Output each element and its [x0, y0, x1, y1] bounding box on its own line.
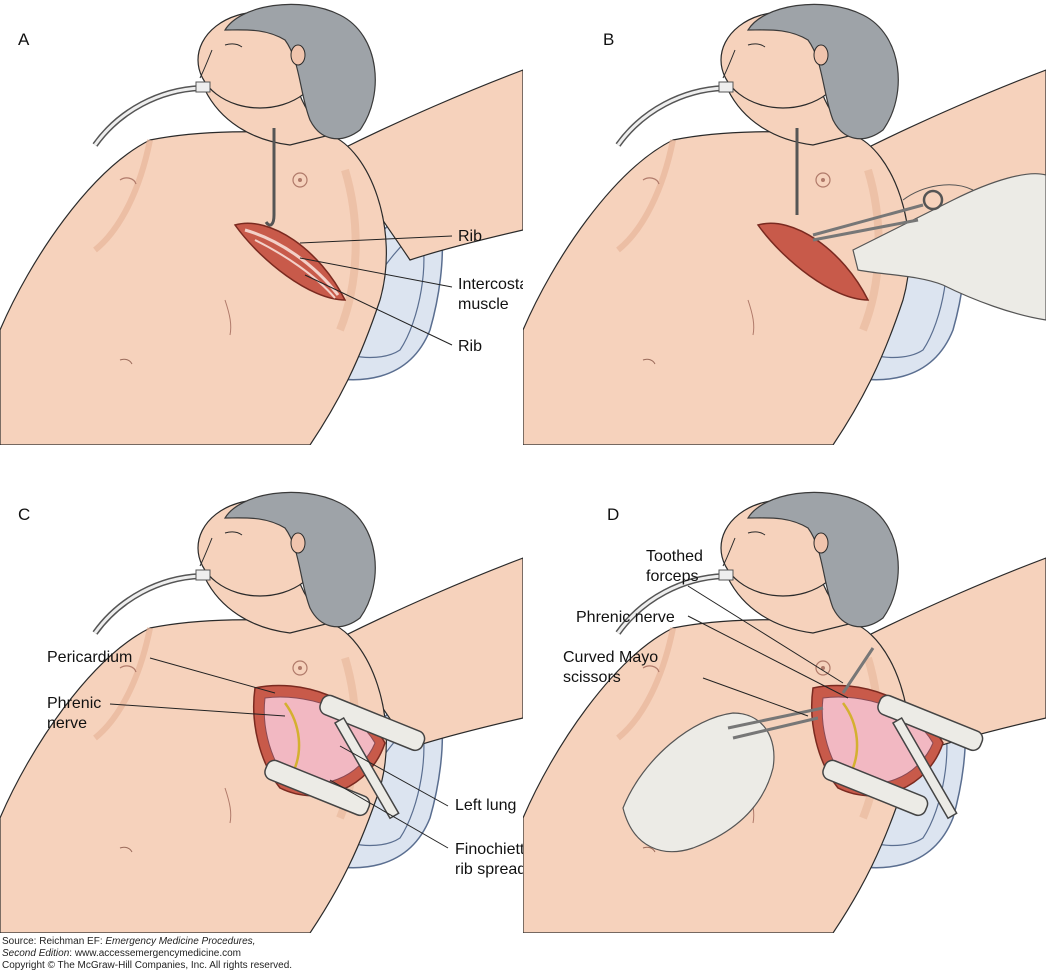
- label-line-2: scissors: [563, 669, 621, 686]
- footer-book-title: Emergency Medicine Procedures,: [105, 936, 256, 947]
- footer-line-2: Second Edition: www.accessemergencymedic…: [2, 948, 292, 960]
- source-footer: Source: Reichman EF: Emergency Medicine …: [2, 936, 292, 972]
- footer-copyright: Copyright © The McGraw-Hill Companies, I…: [2, 960, 293, 971]
- label-line-2: forceps: [646, 568, 699, 585]
- panel-b-illustration: [523, 0, 1046, 445]
- label-pericardium: Pericardium: [47, 649, 133, 666]
- label-line-2: muscle: [458, 296, 509, 313]
- panel-d: D Toothed forceps Phrenic nerve Curved M…: [523, 488, 1046, 933]
- label-line-1: Phrenic: [47, 695, 102, 712]
- toothed-forceps: [841, 647, 875, 694]
- label-rib-top: Rib: [458, 228, 483, 245]
- panel-c-illustration: [0, 488, 523, 933]
- panel-letter: D: [607, 505, 620, 524]
- label-intercostal-muscle: Intercostal muscle: [458, 275, 523, 315]
- label-line-2: rib spreader: [455, 861, 523, 878]
- panel-d-illustration: [523, 488, 1046, 933]
- rib-spreader: [822, 694, 984, 820]
- panel-letter: A: [18, 30, 30, 49]
- label-line-1: Intercostal: [458, 276, 523, 293]
- label-curved-mayo-scissors: Curved Mayo scissors: [563, 648, 658, 688]
- label-left-lung: Left lung: [455, 797, 517, 814]
- rib-spreader: [264, 694, 426, 820]
- label-phrenic-nerve: Phrenic nerve: [576, 609, 675, 626]
- label-line-1: Curved Mayo: [563, 649, 659, 666]
- glove: [622, 712, 775, 853]
- footer-edition: Second Edition: [2, 948, 70, 959]
- label-line-1: Finochietto: [455, 841, 523, 858]
- footer-line-1: Source: Reichman EF: Emergency Medicine …: [2, 936, 292, 948]
- label-toothed-forceps: Toothed forceps: [646, 547, 703, 587]
- incision: [756, 222, 870, 301]
- panel-letter: B: [603, 30, 615, 49]
- glove: [852, 173, 1046, 321]
- label-line-1: Toothed: [646, 548, 703, 565]
- label-phrenic-nerve: Phrenic nerve: [47, 694, 101, 734]
- footer-url: : www.accessemergencymedicine.com: [69, 948, 242, 959]
- panel-a: A Rib Intercostal muscle Rib: [0, 0, 523, 445]
- panel-c: C Pericardium Phrenic nerve Left lung Fi…: [0, 488, 523, 933]
- panel-letter: C: [18, 505, 31, 524]
- panel-a-illustration: [0, 0, 523, 445]
- label-finochietto-rib-spreader: Finochietto rib spreader: [455, 840, 523, 880]
- footer-source: Source: Reichman EF:: [2, 936, 106, 947]
- label-rib-bottom: Rib: [458, 338, 483, 355]
- label-line-2: nerve: [47, 715, 88, 732]
- panel-b: B: [523, 0, 1046, 445]
